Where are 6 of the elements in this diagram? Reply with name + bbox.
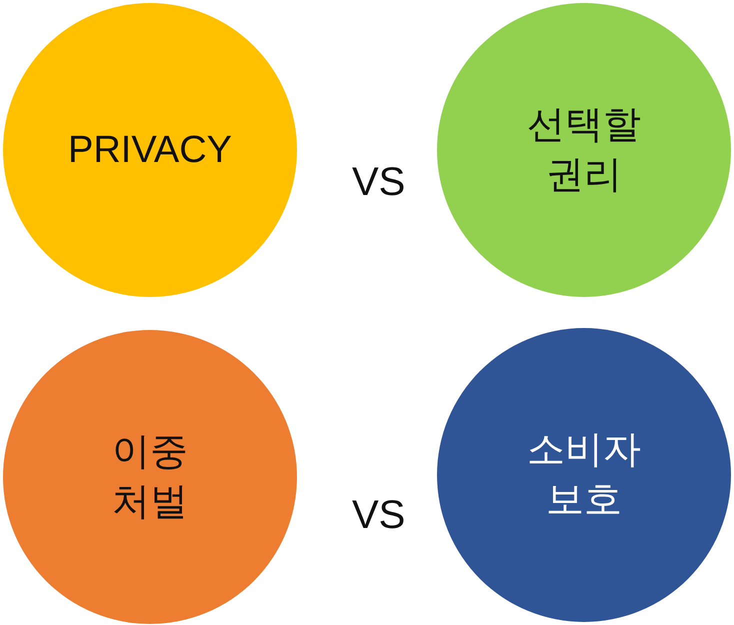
circle-label: 이중 처벌 [111,430,189,525]
circle-label: PRIVACY [66,128,233,173]
circle-label: 선택할 권리 [526,103,642,198]
versus-label: VS [352,160,406,205]
circle-label: 소비자 보호 [526,428,642,523]
versus-label: VS [352,493,406,538]
